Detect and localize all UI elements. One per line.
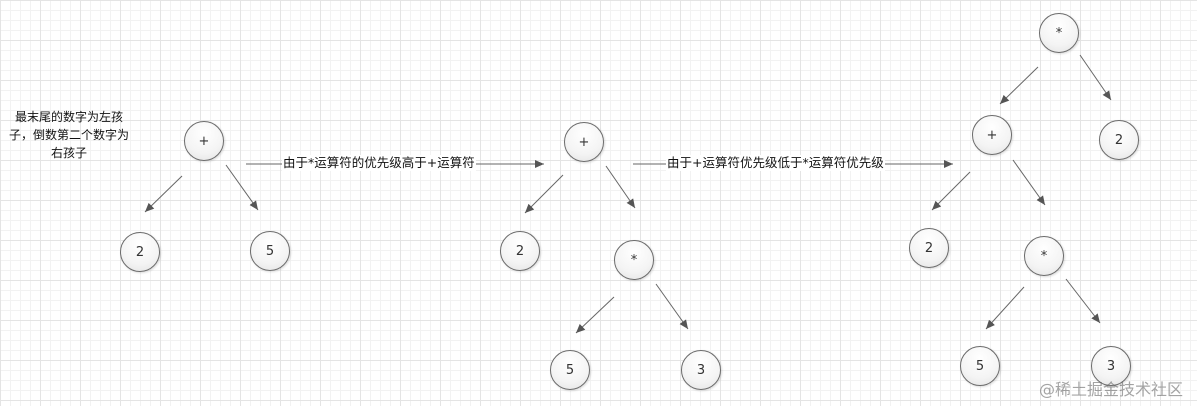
t1-plus-node: +: [184, 121, 224, 161]
edge-t3-plus-to-star: [1012, 159, 1046, 206]
edge-t1-plus-to-2: [144, 175, 183, 213]
edge-t2-plus-to-star: [605, 165, 636, 209]
t3-star-node: *: [1024, 236, 1064, 276]
t2-number-node-5: 5: [550, 350, 590, 390]
edge-t3-star-to-5: [985, 286, 1025, 330]
transition-label-2: 由于+运算符优先级低于*运算符优先级: [666, 155, 885, 171]
rule-note: 最末尾的数字为左孩子，倒数第二个数字为右孩子: [8, 110, 129, 160]
edge-t2-star-to-5: [575, 296, 615, 334]
t2-number-node-3: 3: [681, 350, 721, 390]
edge-t3-star-to-plus: [999, 66, 1039, 105]
t3-number-node-5: 5: [960, 346, 1000, 386]
t2-number-node-2: 2: [500, 231, 540, 271]
t3-plus-node: +: [972, 115, 1012, 155]
transition-label-1: 由于*运算符的优先级高于+运算符: [282, 155, 476, 171]
t3-number-node-2-left: 2: [909, 228, 949, 268]
edge-t3-star-to-2: [1079, 54, 1112, 101]
t3-number-node-2-right: 2: [1099, 120, 1139, 160]
t2-star-node: *: [614, 240, 654, 280]
edge-t1-plus-to-5: [225, 164, 259, 211]
edge-t2-star-to-3: [655, 283, 689, 330]
watermark: @稀土掘金技术社区: [1038, 380, 1183, 399]
t3-star-root-node: *: [1039, 13, 1079, 53]
edge-t3-star-to-3: [1065, 278, 1101, 324]
t1-number-node-5: 5: [250, 231, 290, 271]
edge-t2-plus-to-2: [524, 174, 564, 214]
edge-t3-plus-to-2: [931, 171, 971, 211]
t2-plus-node: +: [564, 122, 604, 162]
t1-number-node-2: 2: [120, 232, 160, 272]
t3-number-node-3: 3: [1091, 346, 1131, 386]
